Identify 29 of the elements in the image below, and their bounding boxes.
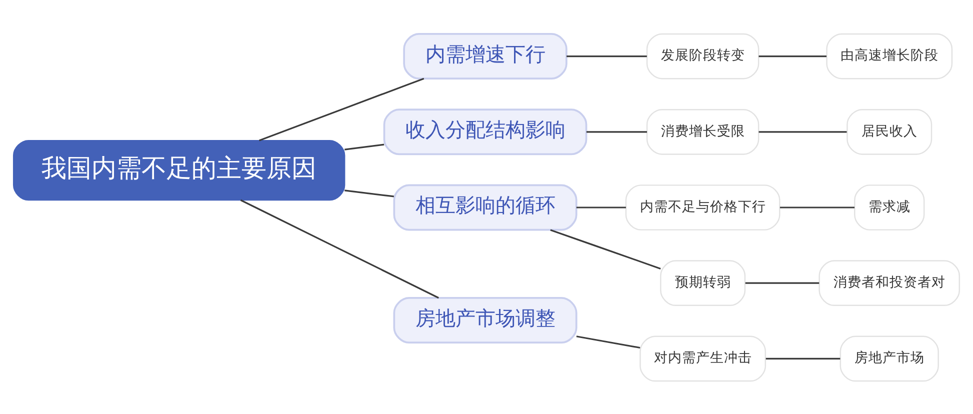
connector — [758, 130, 847, 132]
connector — [576, 335, 640, 348]
node-box: 我国内需不足的主要原因 — [12, 139, 346, 200]
node-box: 消费者和投资者对 — [818, 260, 960, 306]
node-box: 发展阶段转变 — [646, 32, 760, 79]
connector — [576, 206, 626, 208]
connector — [745, 282, 820, 284]
connector — [766, 357, 840, 360]
node-box: 收入分配结构影响 — [383, 108, 588, 155]
node-box: 房地产市场 — [840, 335, 939, 382]
connector — [258, 77, 424, 141]
connector — [550, 228, 661, 269]
node-box: 房地产市场调整 — [393, 296, 578, 344]
connector — [344, 189, 394, 197]
node-box: 由高速增长阶段 — [826, 32, 953, 79]
connector — [240, 198, 439, 298]
connector — [344, 143, 384, 150]
node-box: 相互影响的循环 — [393, 184, 578, 230]
node-box: 内需增速下行 — [403, 32, 568, 80]
connector — [586, 130, 647, 132]
node-box: 对内需产生冲击 — [640, 335, 766, 382]
connector — [758, 54, 826, 57]
node-box: 需求减 — [854, 184, 925, 230]
connector — [780, 206, 854, 208]
node-box: 居民收入 — [846, 108, 932, 154]
node-box: 内需不足与价格下行 — [625, 184, 780, 230]
connector — [566, 54, 647, 57]
node-box: 预期转弱 — [660, 260, 746, 306]
node-box: 消费增长受限 — [646, 108, 760, 154]
